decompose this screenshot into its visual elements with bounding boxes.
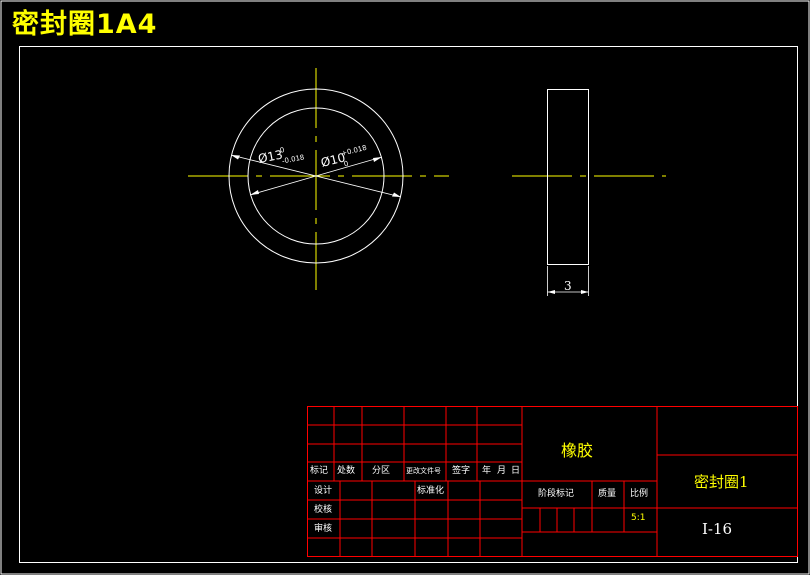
outer-dimension-text: Ø13 (257, 147, 284, 165)
stage-mark-label: 阶段标记 (538, 489, 575, 499)
outer-circle (228, 88, 404, 264)
thickness-arrow-right (581, 290, 589, 294)
header-change-doc: 更改文件号 (406, 467, 441, 475)
scale-value: 5:1 (631, 513, 646, 523)
side-view: 3 (512, 89, 666, 296)
scale-label: 比例 (630, 489, 649, 499)
row-standardization: 标准化 (417, 486, 445, 496)
mass-label: 质量 (598, 489, 617, 499)
thickness-dimension-text: 3 (564, 279, 572, 293)
header-month: 月 (497, 466, 507, 476)
outer-arrow-left (231, 155, 240, 160)
header-count: 处数 (337, 466, 356, 476)
inner-frame (19, 46, 798, 563)
title-block-grid (307, 406, 798, 557)
header-signature: 签字 (452, 466, 471, 476)
inner-circle (247, 107, 385, 245)
inner-arrow-left (250, 190, 259, 195)
drawing-title: 密封圈1A4 (12, 9, 158, 40)
row-review: 审核 (314, 524, 333, 534)
header-year: 年 (482, 466, 492, 476)
drawing-number: I-16 (702, 520, 733, 538)
row-design: 设计 (314, 486, 333, 496)
row-check: 校核 (314, 505, 333, 515)
header-mark: 标记 (310, 466, 329, 476)
part-name: 密封圈1 (694, 473, 749, 491)
inner-tolerance-upper: +0.018 (340, 144, 367, 158)
material-label: 橡胶 (561, 441, 594, 460)
thickness-arrow-left (547, 290, 555, 294)
inner-tolerance-lower: 0 (343, 160, 349, 169)
outer-tolerance-upper: 0 (279, 146, 285, 155)
inner-dimension-text: Ø10 (319, 150, 346, 170)
side-profile (547, 89, 589, 265)
header-day: 日 (511, 466, 521, 476)
header-zone: 分区 (372, 466, 391, 476)
inner-diameter-line (249, 156, 383, 196)
inner-arrow-right (373, 157, 382, 162)
outer-arrow-right (392, 192, 401, 197)
front-view: Ø13 0 -0.018 Ø10 +0.018 0 (188, 68, 449, 290)
outer-tolerance-lower: -0.018 (281, 153, 305, 165)
